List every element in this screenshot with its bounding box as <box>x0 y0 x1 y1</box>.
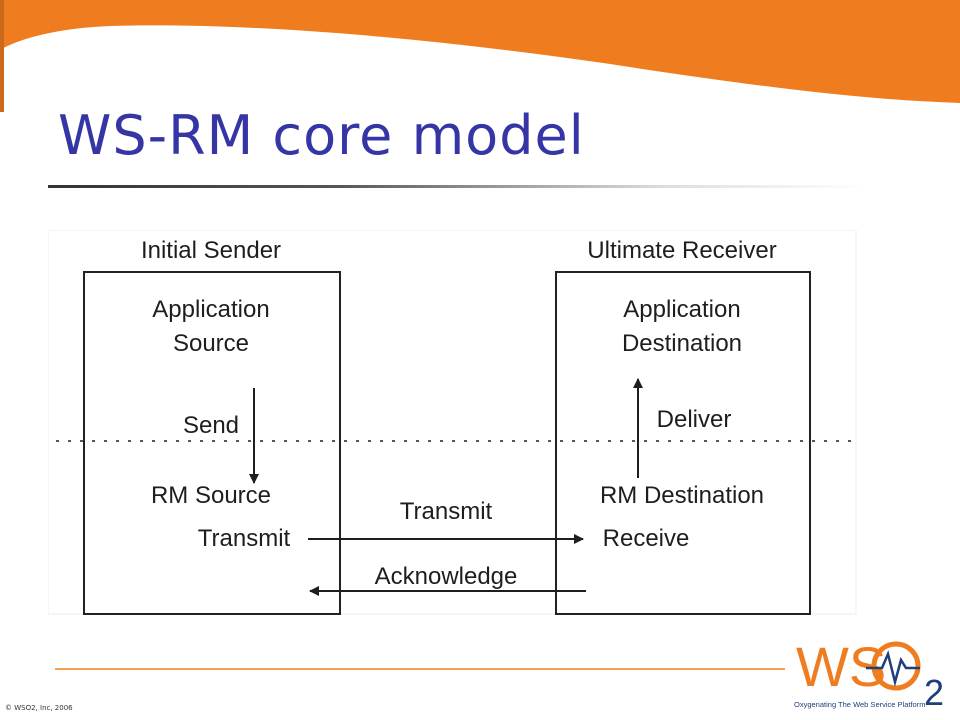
ws-rm-diagram: Initial Sender Ultimate Receiver Applica… <box>48 230 857 615</box>
rm-destination-label: RM Destination <box>600 482 764 509</box>
ultimate-receiver-box <box>555 271 811 615</box>
logo-tagline: Oxygenating The Web Service Platform <box>794 700 925 709</box>
application-destination-label-line1: Application <box>623 296 740 323</box>
slide-title: WS-RM core model <box>58 104 585 167</box>
ultimate-receiver-heading: Ultimate Receiver <box>587 237 776 264</box>
footer-rule <box>55 668 785 670</box>
initial-sender-heading: Initial Sender <box>141 237 281 264</box>
rm-source-label: RM Source <box>151 482 271 509</box>
acknowledge-message-label: Acknowledge <box>375 563 518 590</box>
logo-wordmark-ws: WS <box>796 635 886 698</box>
receive-label: Receive <box>603 525 690 552</box>
wso2-logo: WS 2 Oxygenating The Web Service Platfor… <box>794 635 944 713</box>
deliver-label: Deliver <box>657 406 732 433</box>
transmit-message-label: Transmit <box>400 498 493 525</box>
logo-o-heartbeat-icon <box>866 641 921 691</box>
application-source-label-line1: Application <box>152 296 269 323</box>
application-destination-label-line2: Destination <box>622 330 742 357</box>
sender-transmit-label: Transmit <box>198 525 291 552</box>
title-rule <box>48 185 868 188</box>
header-band <box>0 0 960 112</box>
send-label: Send <box>183 412 239 439</box>
diagram-frame <box>48 230 857 615</box>
logo-wordmark-2: 2 <box>924 672 944 713</box>
initial-sender-box <box>83 271 341 615</box>
copyright-notice: © WSO2, Inc, 2006 <box>5 704 73 712</box>
application-source-label-line2: Source <box>173 330 249 357</box>
